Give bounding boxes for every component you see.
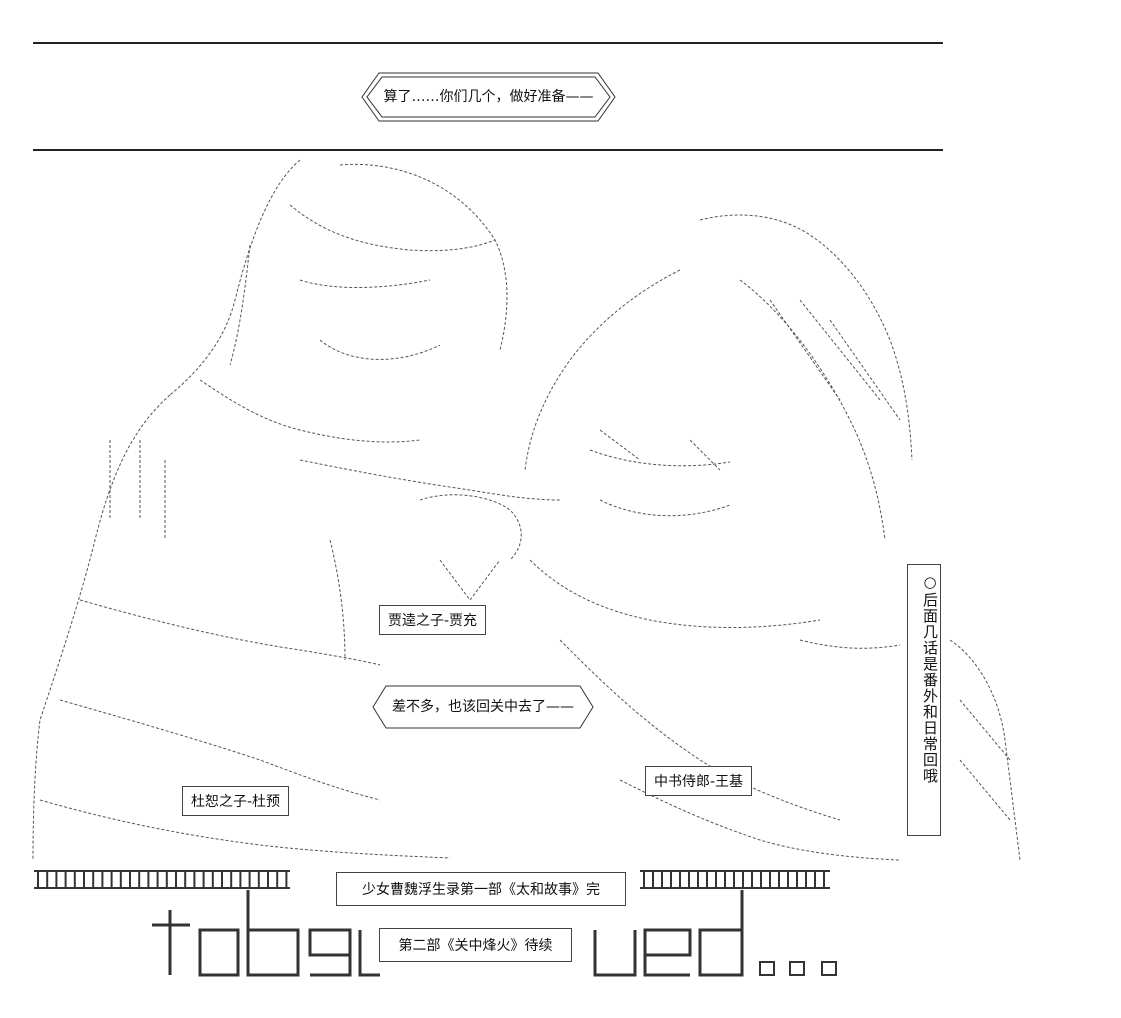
- right-figure-tail-hatch: [959, 699, 1011, 821]
- label-jia-chong: 贾逵之子-贾充: [379, 605, 487, 635]
- footer-ticks-right: [643, 872, 825, 888]
- right-figure-eyes-line: [589, 449, 731, 467]
- right-figure-chin-line: [599, 499, 731, 517]
- left-figure-back-line: [32, 394, 171, 861]
- right-figure-sleeve-line: [559, 639, 841, 821]
- banner-frame: [361, 72, 616, 122]
- left-figure-eyes-line: [299, 279, 431, 288]
- right-figure-eye-marks: [599, 429, 721, 471]
- side-note-box: ○后面几话是番外和日常回哦: [907, 564, 941, 836]
- footer-next-label: 第二部《关中烽火》待续: [379, 928, 572, 962]
- left-figure-robe-line: [59, 699, 381, 801]
- label-wang-ji: 中书侍郎-王基: [645, 766, 753, 796]
- speech-text: 差不多，也该回关中去了——: [392, 699, 574, 715]
- left-figure-collar-line: [199, 379, 421, 443]
- right-figure-tail-line: [949, 639, 1021, 861]
- left-figure-armor-lines: [109, 440, 166, 540]
- speech-bubble-frame: [372, 685, 594, 729]
- right-figure-hair-left-line: [524, 269, 681, 471]
- center-object-line: [419, 494, 522, 561]
- left-figure-lap-line: [79, 599, 381, 666]
- right-figure-hand-line: [799, 639, 901, 649]
- ellipsis-dots: [759, 961, 837, 976]
- left-figure-chin-line: [319, 339, 441, 360]
- left-figure-bangs-line: [289, 204, 496, 252]
- left-figure-arm-line: [299, 459, 561, 501]
- left-figure-fold-line: [329, 539, 346, 661]
- label-du-yu: 杜恕之子-杜预: [182, 786, 290, 816]
- banner-text: 算了……你们几个，做好准备——: [383, 89, 594, 105]
- left-figure-hair-line: [169, 159, 301, 396]
- right-figure-hair-outline: [699, 214, 913, 461]
- right-figure-shoulder-line: [529, 559, 821, 628]
- right-figure-hair-hatch: [769, 299, 901, 421]
- center-object-detail: [439, 559, 501, 601]
- footer-complete-label: 少女曹魏浮生录第一部《太和故事》完: [336, 872, 626, 906]
- speech-bubble: 差不多，也该回关中去了——: [372, 685, 594, 729]
- to-be-continued-lettering: [152, 890, 744, 977]
- footer-ticks-left: [37, 872, 288, 888]
- left-figure-hair-strand-line: [229, 244, 251, 366]
- side-note-text: ○后面几话是番外和日常回哦: [921, 573, 939, 784]
- right-figure-lap-line: [619, 779, 901, 861]
- top-rule: [33, 42, 943, 44]
- right-figure-hair-strand-line: [739, 279, 886, 541]
- banner-bottom-rule: [33, 149, 943, 151]
- dialogue-banner: 算了……你们几个，做好准备——: [361, 72, 616, 122]
- footer-bar-left: [34, 870, 290, 889]
- left-figure-hair-right-line: [339, 163, 508, 351]
